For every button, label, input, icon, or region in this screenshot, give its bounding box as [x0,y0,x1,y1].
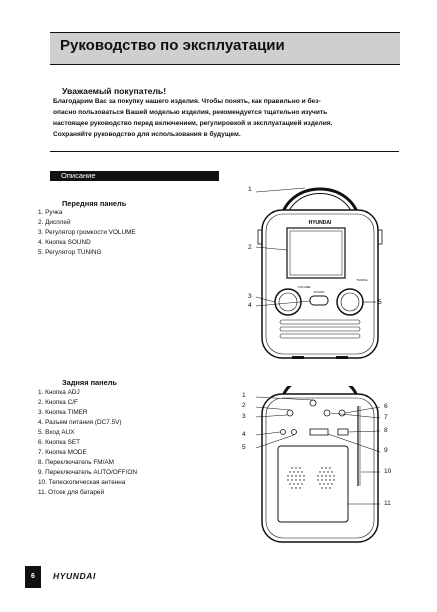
callout-number: 7 [384,414,388,421]
callout-number: 3 [242,413,246,420]
device-brand: HYUNDAI [309,220,332,226]
front-panel-heading: Передняя панель [62,199,127,208]
front-panel-item: 4. Кнопка SOUND [38,239,91,246]
device-volume-label: VOLUME [298,285,311,289]
rear-panel-item: 2. Кнопка C/F [38,399,78,406]
rear-panel-heading: Задняя панель [62,378,117,387]
callout-number: 3 [248,293,252,300]
device-sound-label: SOUND [314,290,326,294]
callout-number: 1 [242,392,246,399]
greeting: Уважаемый покупатель! [62,86,167,96]
rear-panel-item: 7. Кнопка MODE [38,449,87,456]
page-number-box [25,566,41,588]
callout-number: 5 [378,299,382,306]
radio-rear-illustration [255,386,381,543]
rear-panel-item: 11. Отсек для батарей [38,489,105,496]
callout-number: 10 [384,468,392,475]
header-bar [50,32,400,65]
rear-panel-item: 6. Кнопка SET [38,439,81,446]
section-title: Описание [50,171,219,181]
intro-line: Сохраняйте руководство для использования… [53,131,241,138]
rear-panel-item: 5. Вход AUX [38,429,75,436]
page-title: Руководство по эксплуатации [60,37,285,54]
front-panel-item: 2. Дисплей [38,219,71,226]
callout-number: 4 [242,431,246,438]
front-panel-item: 3. Регулятор громкости VOLUME [38,229,136,236]
callout-number: 5 [242,444,246,451]
device-tuning-label: TUNING [356,278,368,282]
intro-line: опасно пользоваться Вашей моделью издели… [53,109,328,116]
callout-number: 2 [242,402,246,409]
section-divider [50,151,399,152]
rear-panel-item: 8. Переключатель FM/AM [38,459,114,466]
rear-panel-item: 9. Переключатель AUTO/OFF/ON [38,469,137,476]
intro-line: настоящее руководство перед включением, … [53,120,333,127]
callout-number: 9 [384,447,388,454]
callout-number: 4 [248,302,252,309]
front-panel-item: 5. Регулятор TUNING [38,249,102,256]
page-number: 6 [31,573,35,580]
intro-line: Благодарим Вас за покупку нашего изделия… [53,98,321,105]
callout-number: 11 [384,500,391,507]
rear-panel-item: 4. Разъем питания (DC7.5V) [38,419,122,426]
rear-panel-item: 10. Телескопическая антенна [38,479,126,486]
rear-panel-item: 3. Кнопка TIMER [38,409,88,416]
callout-number: 2 [248,244,252,251]
footer-logo: HYUNDAI [53,571,96,581]
radio-front-illustration: HYUNDAI TUNING VOLUME SOUND [255,187,383,359]
callout-number: 1 [248,186,252,193]
callout-number: 8 [384,427,388,434]
rear-panel-item: 1. Кнопка ADJ [38,389,80,396]
front-panel-item: 1. Ручка [38,209,63,216]
callout-number: 6 [384,403,388,410]
